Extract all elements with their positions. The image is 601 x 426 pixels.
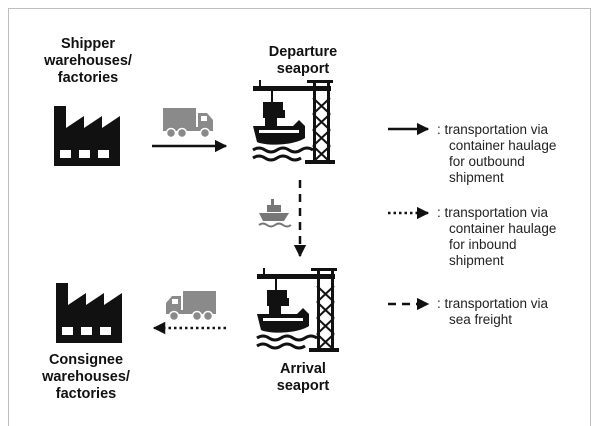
shipper-label-line-1: Shipper — [61, 36, 115, 52]
shipper-label-line-2: warehouses/ — [44, 53, 132, 69]
departure-seaport-label: Departure seaport — [248, 44, 358, 78]
inbound-truck-icon — [165, 290, 217, 322]
legend-outbound-line-2: container haulage — [449, 138, 557, 153]
legend-seafreight-line-1: : transportation via — [437, 296, 549, 311]
legend-outbound-line-4: shipment — [449, 170, 504, 185]
departure-label-line-1: Departure — [268, 44, 338, 60]
legend-inbound-line-2: container haulage — [449, 221, 557, 236]
legend-inbound-line-3: for inbound — [449, 237, 517, 252]
outbound-truck-icon — [162, 107, 214, 139]
consignee-label-line-1: Consignee — [48, 352, 124, 368]
arrival-port-icon — [255, 266, 341, 354]
shipper-label-line-3: factories — [57, 70, 119, 86]
legend-inbound-line-4: shipment — [449, 253, 504, 268]
consignee-label-line-2: warehouses/ — [42, 369, 130, 385]
legend-outbound-text: : transportation via container haulage f… — [437, 122, 556, 186]
arrival-label-line-1: Arrival — [280, 361, 326, 377]
legend-inbound-text: : transportation via container haulage f… — [437, 205, 556, 269]
consignee-factory-icon — [56, 283, 122, 343]
boat-icon — [258, 199, 292, 228]
legend-inbound-line-1: : transportation via — [437, 205, 549, 220]
departure-label-line-2: seaport — [276, 61, 330, 77]
figure-frame — [8, 8, 591, 426]
legend-outbound-line-1: : transportation via — [437, 122, 549, 137]
legend-seafreight-line-2: sea freight — [449, 312, 513, 327]
shipper-label: Shipper warehouses/ factories — [28, 36, 148, 87]
departure-port-icon — [251, 78, 337, 166]
arrival-seaport-label: Arrival seaport — [253, 361, 353, 395]
consignee-label: Consignee warehouses/ factories — [26, 352, 146, 403]
arrival-label-line-2: seaport — [276, 378, 330, 394]
legend-seafreight-text: : transportation via sea freight — [437, 296, 548, 328]
consignee-label-line-3: factories — [55, 386, 117, 402]
legend-outbound-line-3: for outbound — [449, 154, 525, 169]
shipper-factory-icon — [54, 106, 120, 166]
